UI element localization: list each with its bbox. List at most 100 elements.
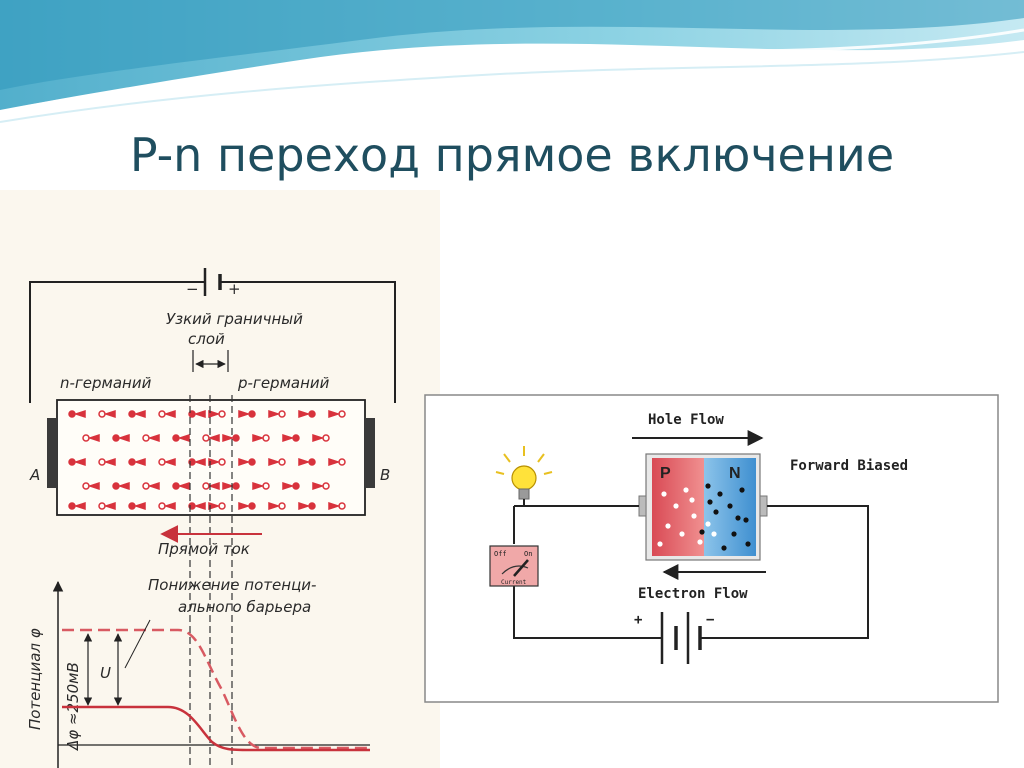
carrier-motion-mark bbox=[238, 457, 251, 467]
electron-dot bbox=[721, 545, 727, 551]
carrier-motion-mark bbox=[208, 409, 221, 419]
light-bulb-icon bbox=[495, 446, 553, 506]
forward-biased-circuit-diagram: Hole Flow Forward Biased P N Off On Curr… bbox=[424, 394, 999, 703]
header-wave-banner bbox=[0, 0, 1024, 123]
carrier-motion-mark bbox=[207, 481, 220, 491]
barrier-label-line2: ального барьера bbox=[178, 598, 311, 616]
p-region-label: p-германий bbox=[237, 374, 330, 392]
carrier-motion-mark bbox=[73, 457, 86, 467]
junction-boundary-lines bbox=[189, 395, 233, 768]
hole-dot bbox=[673, 503, 679, 509]
switch-off-label: Off bbox=[494, 550, 507, 558]
carrier-motion-mark bbox=[268, 457, 281, 467]
carrier-motion-mark bbox=[268, 501, 281, 511]
carrier-motion-mark bbox=[193, 409, 206, 419]
equilibrium-potential-curve bbox=[62, 628, 370, 750]
hole-dot bbox=[657, 541, 663, 547]
carrier-motion-mark bbox=[103, 457, 116, 467]
electron-dot bbox=[705, 483, 711, 489]
carrier-motion-mark bbox=[87, 481, 100, 491]
barrier-label-line1: Понижение потенци- bbox=[148, 576, 316, 594]
electron-dot bbox=[713, 509, 719, 515]
carrier-motion-mark bbox=[163, 409, 176, 419]
hole-dot bbox=[697, 539, 703, 545]
electron-dot bbox=[727, 503, 733, 509]
carrier-motion-mark bbox=[298, 501, 311, 511]
carrier-motion-mark bbox=[268, 409, 281, 419]
battery-minus-sign: − bbox=[186, 280, 199, 298]
voltage-u-label: U bbox=[100, 664, 111, 682]
electron-dot bbox=[735, 515, 741, 521]
carrier-motion-mark bbox=[193, 457, 206, 467]
hole-dot bbox=[679, 531, 685, 537]
carrier-motion-mark bbox=[117, 433, 130, 443]
carrier-motion-mark bbox=[328, 457, 341, 467]
carrier-motion-mark bbox=[177, 433, 190, 443]
hole-dot bbox=[665, 523, 671, 529]
carrier-motion-mark bbox=[73, 409, 86, 419]
electron-dot bbox=[707, 499, 713, 505]
carrier-motion-mark bbox=[252, 433, 265, 443]
carrier-motion-mark bbox=[208, 501, 221, 511]
hole-dot bbox=[689, 497, 695, 503]
carrier-motion-mark bbox=[312, 433, 325, 443]
carrier-motion-mark bbox=[103, 501, 116, 511]
p-region-label: P bbox=[660, 465, 671, 482]
switch-on-label: On bbox=[524, 550, 532, 558]
electrode-b-label: B bbox=[380, 466, 390, 484]
hole-dot bbox=[683, 487, 689, 493]
electron-dot bbox=[743, 517, 749, 523]
carrier-motion-mark bbox=[163, 457, 176, 467]
electron-dot bbox=[739, 487, 745, 493]
carrier-motion-mark bbox=[133, 501, 146, 511]
carrier-motion-mark bbox=[298, 409, 311, 419]
electrode-b bbox=[365, 418, 375, 488]
electrode-a-label: A bbox=[29, 466, 40, 484]
pn-junction-germanium-diagram: − + Узкий граничный слой n-германий p-ге… bbox=[26, 268, 396, 768]
slide-title: P-n переход прямое включение bbox=[129, 128, 895, 182]
electron-flow-label: Electron Flow bbox=[638, 586, 748, 602]
carrier-motion-mark bbox=[133, 409, 146, 419]
carrier-motion-mark bbox=[177, 481, 190, 491]
carrier-motion-mark bbox=[73, 501, 86, 511]
carrier-motion-mark bbox=[238, 409, 251, 419]
forward-current-label: Прямой ток bbox=[158, 540, 250, 558]
n-region-label: n-германий bbox=[60, 374, 152, 392]
battery-plus-sign: + bbox=[228, 280, 241, 298]
carrier-motion-mark bbox=[87, 433, 100, 443]
switch-current-label: Current bbox=[501, 579, 527, 586]
electrode-a bbox=[47, 418, 57, 488]
carrier-motion-mark bbox=[207, 433, 220, 443]
carrier-motion-mark bbox=[282, 433, 295, 443]
carrier-motion-mark bbox=[328, 409, 341, 419]
hole-dot bbox=[661, 491, 667, 497]
carrier-motion-mark bbox=[298, 457, 311, 467]
carrier-motion-mark bbox=[222, 433, 235, 443]
carrier-motion-mark bbox=[328, 501, 341, 511]
carrier-motion-mark bbox=[117, 481, 130, 491]
n-region-label: N bbox=[729, 465, 741, 482]
hole-flow-label: Hole Flow bbox=[648, 412, 724, 428]
circuit-wire bbox=[29, 281, 396, 403]
hole-dot bbox=[705, 521, 711, 527]
electron-dot bbox=[745, 541, 751, 547]
diode-charge-carriers bbox=[657, 483, 751, 551]
carrier-motion-mark bbox=[147, 481, 160, 491]
electron-dot bbox=[731, 531, 737, 537]
charge-carriers bbox=[68, 409, 346, 511]
forward-biased-label: Forward Biased bbox=[790, 458, 908, 474]
hole-dot bbox=[711, 531, 717, 537]
carrier-motion-mark bbox=[193, 501, 206, 511]
battery-symbol bbox=[660, 612, 702, 664]
battery-minus-sign: − bbox=[706, 612, 714, 628]
carrier-motion-mark bbox=[208, 457, 221, 467]
carrier-motion-mark bbox=[222, 481, 235, 491]
junction-label-line1: Узкий граничный bbox=[166, 310, 303, 328]
carrier-motion-mark bbox=[163, 501, 176, 511]
carrier-motion-mark bbox=[282, 481, 295, 491]
current-switch: Off On Current bbox=[489, 545, 539, 587]
electron-dot bbox=[699, 529, 705, 535]
carrier-motion-mark bbox=[133, 457, 146, 467]
forward-bias-potential-curve bbox=[62, 705, 370, 752]
carrier-motion-mark bbox=[252, 481, 265, 491]
